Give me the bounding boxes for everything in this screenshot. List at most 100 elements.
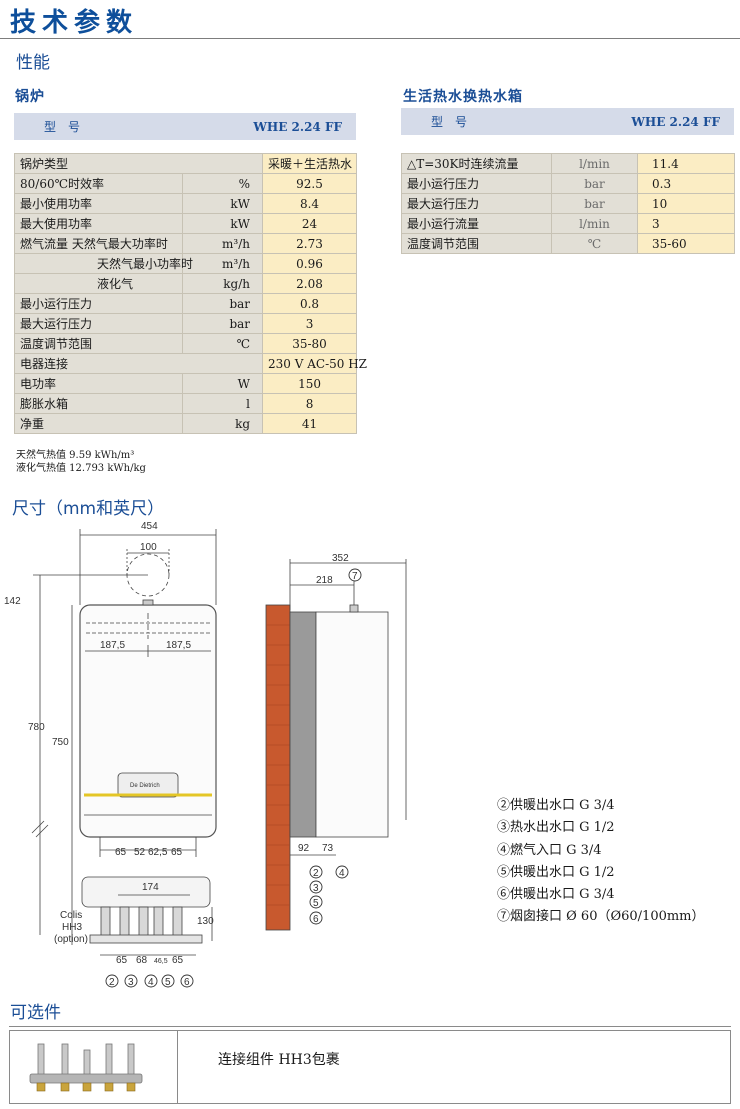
spec-unit: kg/h: [181, 273, 264, 294]
spec-label: 温度调节范围: [14, 333, 183, 354]
page-title: 技术参数: [10, 8, 139, 38]
table-row: 锅炉类型 采暖＋生活热水: [13, 153, 358, 174]
spec-unit: bar: [551, 173, 638, 194]
hot-water-model-label: 型 号: [431, 115, 468, 129]
dim-bottom-1: 65: [115, 847, 127, 858]
spec-value: 41: [262, 413, 358, 434]
dim-side-92: 92: [298, 843, 310, 854]
marker-6: 6: [184, 977, 190, 988]
dim-kit-4: 65: [172, 955, 184, 966]
spec-value: 35-80: [262, 333, 358, 354]
spec-label: 温度调节范围: [401, 233, 552, 254]
spec-unit: m³/h: [181, 253, 264, 274]
hot-water-model-bar: 型 号 WHE 2.24 FF: [401, 108, 734, 135]
spec-label: 最小使用功率: [14, 193, 183, 214]
table-row: △T=30K时连续流量 l/min 11.4: [401, 153, 735, 174]
section-performance-heading: 性能: [16, 53, 50, 73]
side-marker-5: 5: [313, 898, 319, 909]
spec-label: 最小运行压力: [401, 173, 552, 194]
spec-value: 35-60: [637, 233, 735, 254]
spec-label: 最大运行压力: [401, 193, 552, 214]
dim-side-73: 73: [322, 843, 334, 854]
connection-legend: ②供暖出水口 G 3/4 ③热水出水口 G 1/2 ④燃气入口 G 3/4 ⑤供…: [497, 795, 705, 929]
boiler-spec-table: 锅炉类型 采暖＋生活热水 80/60℃时效率 % 92.5 最小使用功率 kW …: [13, 153, 367, 434]
brand-logo: De Dietrich: [130, 783, 160, 789]
side-marker-3: 3: [313, 883, 319, 894]
dim-kit-3: 46,5: [154, 958, 168, 965]
legend-item: ②供暖出水口 G 3/4: [497, 798, 615, 813]
spec-value: 0.8: [262, 293, 358, 314]
dimension-drawing: 454 100 142 780 750 187,5 187,5 De Dietr…: [4, 521, 407, 988]
spec-unit: kg: [181, 413, 264, 434]
table-row: 燃气流量 天然气最大功率时 m³/h 2.73: [14, 233, 358, 254]
spec-value: 150: [262, 373, 358, 394]
spec-unit: kW: [181, 193, 264, 214]
footnotes: 天然气热值 9.59 kWh/m³ 液化气热值 12.793 kWh/kg: [16, 449, 146, 475]
connection-kit-image: [29, 1043, 143, 1092]
spec-unit: W: [181, 373, 264, 394]
spec-value: 2.73: [262, 233, 358, 254]
dim-bottom-4: 65: [171, 847, 183, 858]
spec-unit: ℃: [181, 333, 264, 354]
spec-value: 230 V AC-50 HZ: [262, 353, 367, 374]
dim-kit-height: 130: [197, 916, 214, 927]
table-row: 80/60℃时效率 % 92.5: [14, 173, 358, 194]
spec-value: 24: [262, 213, 358, 234]
table-row: 温度调节范围 ℃ 35-80: [14, 333, 358, 354]
spec-value: 3: [637, 213, 735, 234]
section-dimensions-heading: 尺寸（mm和英尺）: [12, 499, 165, 519]
footnote-lpg: 液化气热值 12.793 kWh/kg: [16, 463, 146, 474]
table-row: 电功率 W 150: [14, 373, 358, 394]
spec-label: 天然气最小功率时: [14, 253, 193, 274]
legend-item: ③热水出水口 G 1/2: [497, 820, 615, 836]
hot-water-spec-table: △T=30K时连续流量 l/min 11.4 最小运行压力 bar 0.3 最大…: [401, 153, 735, 254]
spec-label: 燃气流量 天然气最大功率时: [14, 233, 183, 254]
table-row: 净重 kg 41: [14, 413, 358, 434]
marker-7: 7: [352, 571, 358, 582]
dim-bottom-3: 62,5: [148, 847, 168, 858]
spec-label: 膨胀水箱: [14, 393, 183, 414]
dim-kit-1: 65: [116, 955, 128, 966]
spec-label: △T=30K时连续流量: [401, 153, 552, 174]
dim-kit-width: 174: [142, 882, 159, 893]
spec-value: 采暖＋生活热水: [262, 153, 358, 174]
spec-unit: m³/h: [181, 233, 264, 254]
legend-item: ⑦烟囱接口 Ø 60（Ø60/100mm）: [497, 909, 705, 925]
boiler-heading: 锅炉: [15, 89, 45, 105]
table-row: 最小运行压力 bar 0.8: [14, 293, 358, 314]
legend-item: ⑥供暖出水口 G 3/4: [497, 887, 615, 903]
spec-label: 电功率: [14, 373, 183, 394]
spec-label: 最大使用功率: [14, 213, 183, 234]
spec-value: 8.4: [262, 193, 358, 214]
dim-top-clearance: 142: [4, 596, 21, 607]
dim-flue: 100: [140, 542, 157, 553]
side-view: [265, 559, 407, 931]
spec-unit: l/min: [551, 213, 638, 234]
options-column-divider: [177, 1030, 178, 1104]
table-row: 最小使用功率 kW 8.4: [14, 193, 358, 214]
table-row: 天然气最小功率时 m³/h 0.96: [14, 253, 358, 274]
side-marker-2: 2: [313, 868, 319, 879]
options-box: [9, 1030, 731, 1104]
table-row: 液化气 kg/h 2.08: [14, 273, 358, 294]
dim-height-total: 780: [28, 722, 45, 733]
spec-label: 最小运行流量: [401, 213, 552, 234]
footnote-natural-gas: 天然气热值 9.59 kWh/m³: [16, 450, 135, 461]
title-divider: [0, 38, 740, 39]
spec-unit: bar: [181, 293, 264, 314]
spec-label: 净重: [14, 413, 183, 434]
spec-value: 0.96: [262, 253, 358, 274]
table-row: 电器连接 230 V AC-50 HZ: [13, 353, 367, 374]
legend-item: ④燃气入口 G 3/4: [497, 842, 602, 858]
spec-value: 10: [637, 193, 735, 214]
table-row: 最大使用功率 kW 24: [14, 213, 358, 234]
front-connection-markers: 2 3 4 5 6: [105, 974, 194, 988]
dim-half-right: 187,5: [166, 640, 191, 651]
table-row: 最大运行压力 bar 3: [14, 313, 358, 334]
table-row: 温度调节范围 ℃ 35-60: [401, 233, 735, 254]
table-row: 膨胀水箱 l 8: [14, 393, 358, 414]
spec-unit: %: [181, 173, 264, 194]
boiler-model-bar: 型 号 WHE 2.24 FF: [14, 113, 356, 140]
marker-5: 5: [165, 977, 171, 988]
spec-label: 电器连接: [13, 353, 264, 374]
